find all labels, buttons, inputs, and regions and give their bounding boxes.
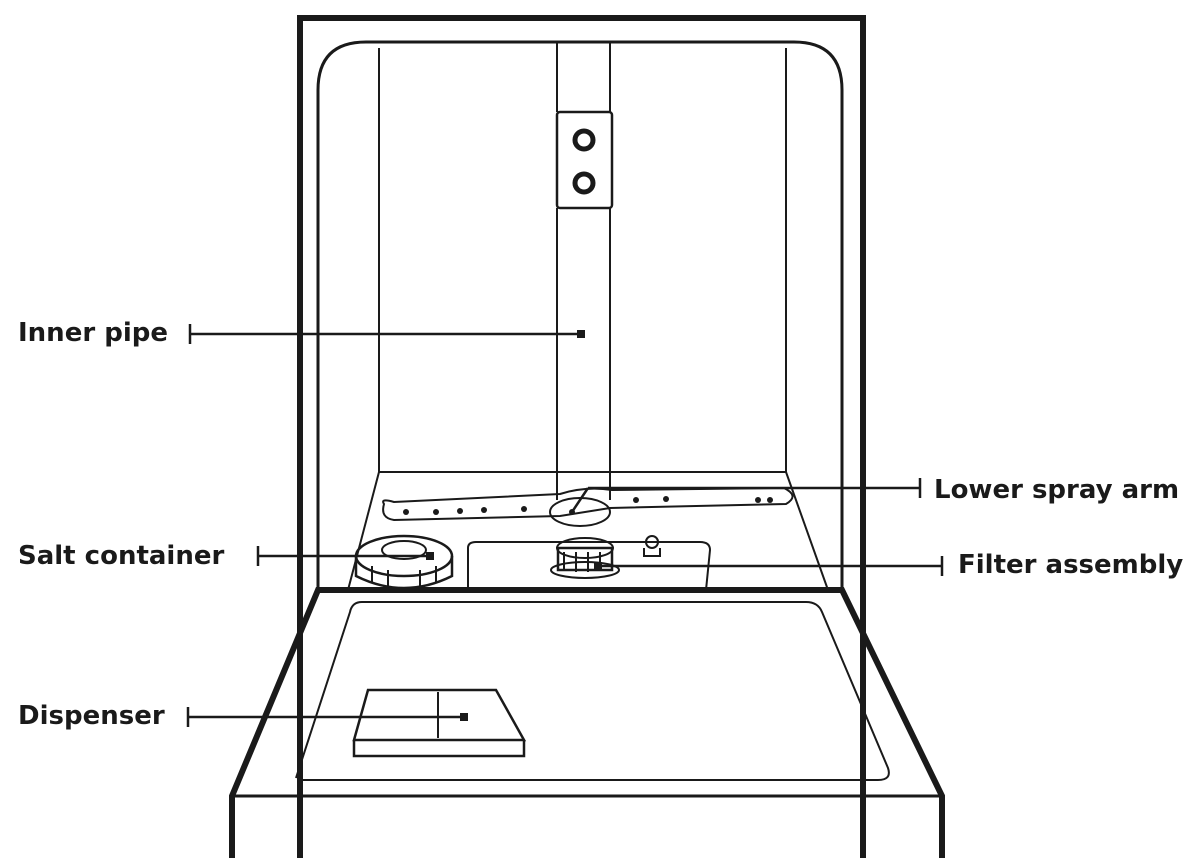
label-salt-container: Salt container — [18, 541, 225, 571]
label-lower-spray-arm: Lower spray arm — [934, 475, 1180, 505]
salt-container — [354, 534, 454, 590]
inner-pipe — [555, 42, 614, 500]
dispenser — [352, 688, 527, 758]
label-inner-pipe: Inner pipe — [18, 318, 168, 348]
label-filter-assembly: Filter assembly — [958, 550, 1184, 580]
label-dispenser: Dispenser — [18, 701, 165, 731]
filter-assembly — [467, 535, 712, 591]
tub-frame — [297, 15, 866, 858]
lower-spray-arm — [382, 486, 794, 527]
door — [229, 587, 945, 858]
leader-lines — [186, 324, 944, 727]
